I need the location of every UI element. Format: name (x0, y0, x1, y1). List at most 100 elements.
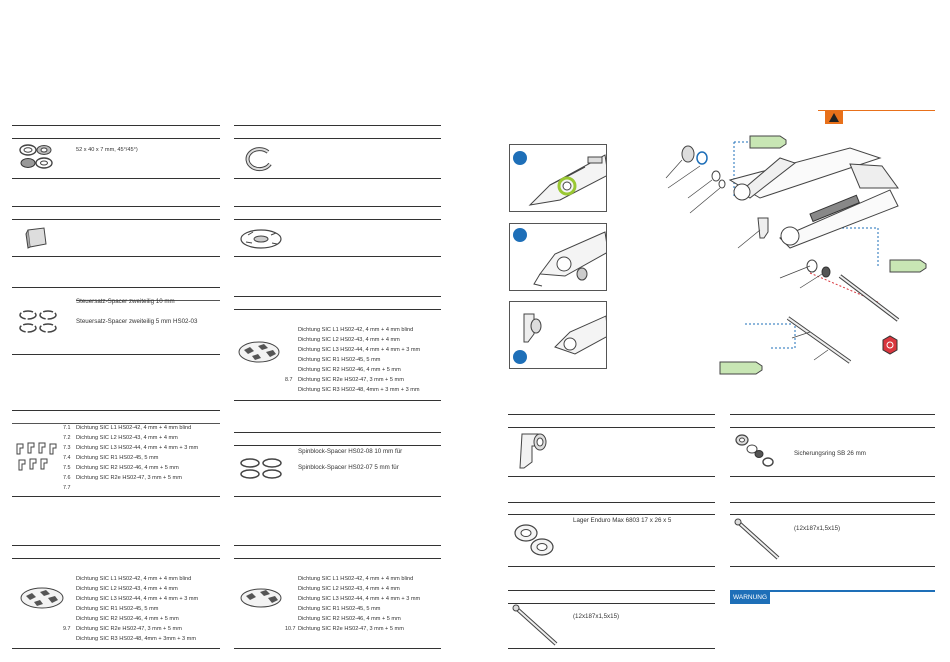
seal-list-item: Dichtung SIC R1 HS02-45, 5 mm (298, 606, 381, 612)
seal-list-item: Dichtung SIC R2 HS02-46, 4 mm + 5 mm (76, 465, 179, 471)
step-marker-1 (513, 151, 527, 165)
divider (12, 545, 220, 546)
axle-description-b: (12x187x1,5x15) (794, 525, 841, 532)
seal-list-item: Dichtung SIC L2 HS02-43, 4 mm + 4 mm (76, 435, 178, 441)
item-number: 7.4 (63, 455, 71, 461)
divider (730, 566, 935, 567)
bearing-description: Lager Enduro Max 6803 17 x 26 x 5 (573, 517, 672, 524)
seal-list-item: Dichtung SIC R2e HS02-47, 3 mm + 5 mm (298, 626, 404, 632)
divider (12, 138, 220, 139)
grease-tube-icon (749, 135, 787, 149)
divider (508, 590, 715, 591)
warning-label: WARNUNG (730, 591, 771, 604)
headset-parts-icon (19, 144, 53, 169)
seal-list-item: Dichtung SIC L3 HS02-44, 4 mm + 4 mm + 3… (298, 347, 421, 353)
item-number: 7.5 (63, 465, 71, 471)
circlip-parts-icon (735, 434, 774, 467)
seal-list-item: Dichtung SIC R3 HS02-48, 4mm + 3 mm + 3 … (298, 387, 420, 393)
headset-description: 52 x 40 x 7 mm, 45°/45°) (76, 147, 138, 153)
axle-description-a: (12x187x1,5x15) (573, 613, 620, 620)
divider (730, 514, 935, 515)
divider (508, 566, 715, 567)
seal-list-item: Dichtung SIC R1 HS02-45, 5 mm (298, 357, 381, 363)
seal-list-item: Dichtung SIC R2e HS02-47, 3 mm + 5 mm (76, 626, 182, 632)
spacer-label-a: Steuersatz-Spacer zweiteilig 10 mm (76, 298, 175, 305)
divider (508, 476, 715, 477)
divider (234, 296, 441, 297)
seal-plate-icon (238, 341, 280, 363)
divider (12, 206, 220, 207)
divider (234, 432, 441, 433)
item-number: 9.7 (63, 626, 71, 632)
divider (234, 206, 441, 207)
seal-list-item: Dichtung SIC R2 HS02-46, 4 mm + 5 mm (76, 616, 179, 622)
item-number: 10.7 (285, 626, 296, 632)
divider (730, 414, 935, 415)
divider (234, 309, 441, 310)
divider (234, 138, 441, 139)
divider (508, 514, 715, 515)
warning-rule (818, 110, 935, 111)
seal-list-item: Dichtung SIC L1 HS02-42, 4 mm + 4 mm bli… (298, 576, 414, 582)
divider (12, 558, 220, 559)
divider (234, 125, 441, 126)
seal-list-item: Dichtung SIC L1 HS02-42, 4 mm + 4 mm bli… (76, 576, 192, 582)
divider (12, 219, 220, 220)
spacer-label-b: Steuersatz-Spacer zweiteilig 5 mm HS02-0… (76, 318, 198, 325)
divider (234, 219, 441, 220)
step-marker-3 (513, 350, 527, 364)
spinblock-spacer-b: Spinblock-Spacer HS02-07 5 mm für (298, 464, 399, 471)
divider (12, 496, 220, 497)
warning-triangle-icon (825, 110, 843, 124)
divider (234, 545, 441, 546)
divider (12, 354, 220, 355)
grease-tube-icon (719, 361, 763, 375)
divider (508, 603, 715, 604)
item-number: 8.7 (285, 377, 293, 383)
seal-set-icon (16, 442, 57, 471)
spacer-rings-icon (240, 458, 282, 479)
divider (234, 400, 441, 401)
derailleur-hanger-icon (519, 433, 547, 469)
axle-icon (734, 518, 780, 560)
seal-list-item: Dichtung SIC R2e HS02-47, 3 mm + 5 mm (298, 377, 404, 383)
cap-icon (25, 227, 47, 249)
circlip-description: Sicherungsring SB 26 mm (794, 450, 866, 457)
seal-list-item: Dichtung SIC R2 HS02-46, 4 mm + 5 mm (298, 367, 401, 373)
grease-tube-icon (889, 259, 927, 273)
divider (234, 445, 441, 446)
seal-list-item: Dichtung SIC L1 HS02-42, 4 mm + 4 mm bli… (298, 327, 414, 333)
divider (730, 476, 935, 477)
axle-icon (512, 604, 558, 646)
divider (12, 178, 220, 179)
divider (234, 496, 441, 497)
bolt-icon (882, 335, 898, 355)
divider (730, 427, 935, 428)
divider (12, 287, 220, 288)
item-number: 7.6 (63, 475, 71, 481)
seal-list-item: Dichtung SIC R2 HS02-46, 4 mm + 5 mm (298, 616, 401, 622)
divider (508, 502, 715, 503)
seal-list-item: Dichtung SIC R1 HS02-45, 5 mm (76, 606, 159, 612)
divider (234, 648, 441, 649)
seal-list-item: Dichtung SIC L2 HS02-43, 4 mm + 4 mm (298, 337, 400, 343)
divider (234, 558, 441, 559)
seal-list-item: Dichtung SIC R3 HS02-48, 4mm + 3mm + 3 m… (76, 636, 196, 642)
seal-list-item: Dichtung SIC L2 HS02-43, 4 mm + 4 mm (298, 586, 400, 592)
warning-rule (730, 590, 935, 592)
seal-plate-icon (20, 587, 64, 609)
divider (12, 410, 220, 411)
divider (508, 414, 715, 415)
item-number: 7.3 (63, 445, 71, 451)
seal-plate-icon (240, 588, 282, 608)
seal-list-item: Dichtung SIC R2e HS02-47, 3 mm + 5 mm (76, 475, 182, 481)
spacer-rings-icon (19, 310, 57, 333)
divider (12, 125, 220, 126)
exploded-frame-diagram (665, 135, 927, 375)
seal-plate-icon (240, 229, 282, 249)
divider (12, 648, 220, 649)
seal-list-item: Dichtung SIC L2 HS02-43, 4 mm + 4 mm (76, 586, 178, 592)
divider (730, 502, 935, 503)
divider (508, 427, 715, 428)
divider (234, 178, 441, 179)
